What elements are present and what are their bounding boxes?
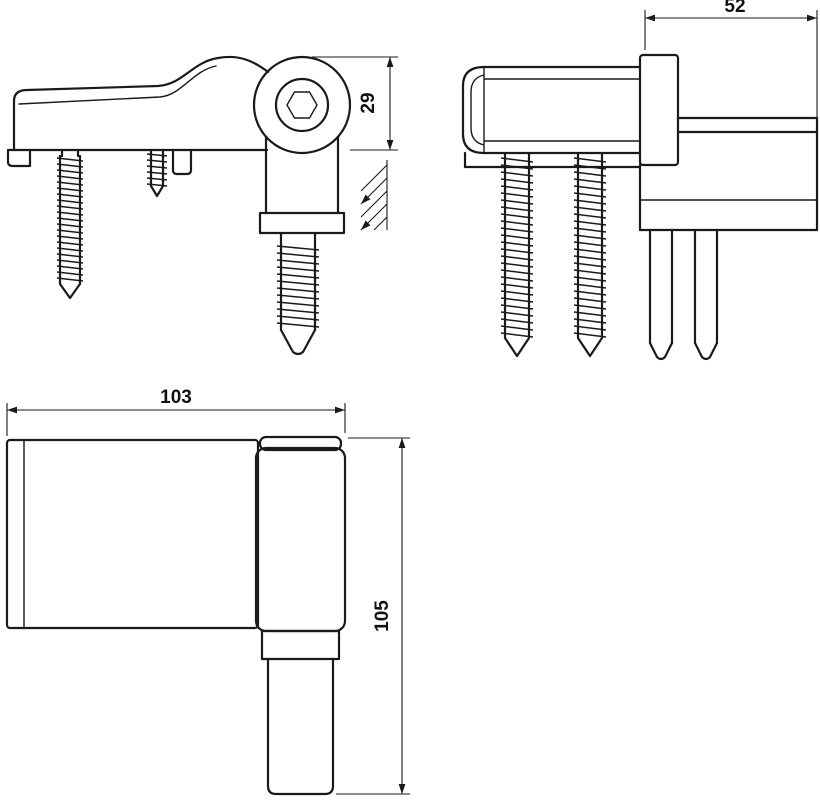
dimension-52-arrowhead-right [807,14,817,22]
lever-inner-contour [18,65,217,105]
dimension-105-extension-lines [336,437,410,795]
front-screw-left [500,151,534,358]
hatch-arrowhead-lower [361,220,371,230]
dimension-103-label: 103 [160,387,192,408]
knuckle-collar [258,211,346,235]
dimension-29-extension-lines [312,56,398,151]
center-stud-threads [276,245,320,328]
hex-socket-icon [286,91,318,119]
clamping-hatch-symbol [360,160,388,231]
locating-tab [171,148,193,176]
leaf-plate-under-barrel [463,151,642,169]
frame-pin-left [648,228,674,361]
front-screw-left-edges [503,151,531,358]
knuckle-inner-circle [274,77,330,133]
wood-screw-small-threads [146,153,168,187]
hatch-arrowhead-upper [361,194,371,204]
knuckle-lower-collar [260,629,341,661]
dimension-103: 103 [6,387,346,436]
front-view: 52 [461,0,819,361]
barrel-inner-lines [483,78,641,142]
side-view: 29 [6,55,398,356]
knuckle-body [254,446,347,633]
dimension-29-arrowhead-bottom [386,140,394,150]
dimension-105: 105 [336,437,410,795]
wood-screw-left [56,148,84,300]
hinge-knuckle [252,55,352,155]
dimension-29: 29 [312,56,398,151]
knuckle-top-cap [258,435,343,452]
dimension-105-arrowhead-top [398,438,406,448]
dimension-29-arrowhead-top [386,57,394,67]
mounting-plate [638,53,680,167]
lower-cylinder [266,657,335,796]
dimension-29-label: 29 [358,92,379,113]
barrel-cap-seam [470,66,485,154]
plan-view: 103 105 [5,387,410,796]
dimension-103-extension-lines [6,403,346,436]
dimension-52-label: 52 [724,0,745,17]
lever-arm-outline [12,55,270,152]
front-screw-right-edges [576,151,604,358]
center-stud-edges [279,231,317,356]
barrel-top-bottom-edges [482,65,642,155]
dimension-52: 52 [644,0,818,118]
dimension-52-arrowhead-left [645,14,655,22]
wood-screw-left-edges [58,148,82,300]
frame-profile-lines [676,116,819,134]
center-stud [276,231,320,356]
knuckle-outer-circle [252,55,352,155]
barrel-left-cap [461,65,486,155]
lever-foot-step [6,148,32,168]
dimension-103-arrowhead-left [7,406,17,414]
wood-screw-small [146,148,168,198]
leaf-body [5,438,260,630]
front-screw-right [573,151,607,358]
hatch-strokes [360,164,388,231]
dimension-52-extension-lines [644,10,818,118]
frame-pin-right [693,228,719,361]
dimension-103-arrowhead-right [335,406,345,414]
dimension-105-label: 105 [372,600,393,632]
dimension-105-arrowhead-bottom [398,784,406,794]
knuckle-neck [264,135,340,215]
